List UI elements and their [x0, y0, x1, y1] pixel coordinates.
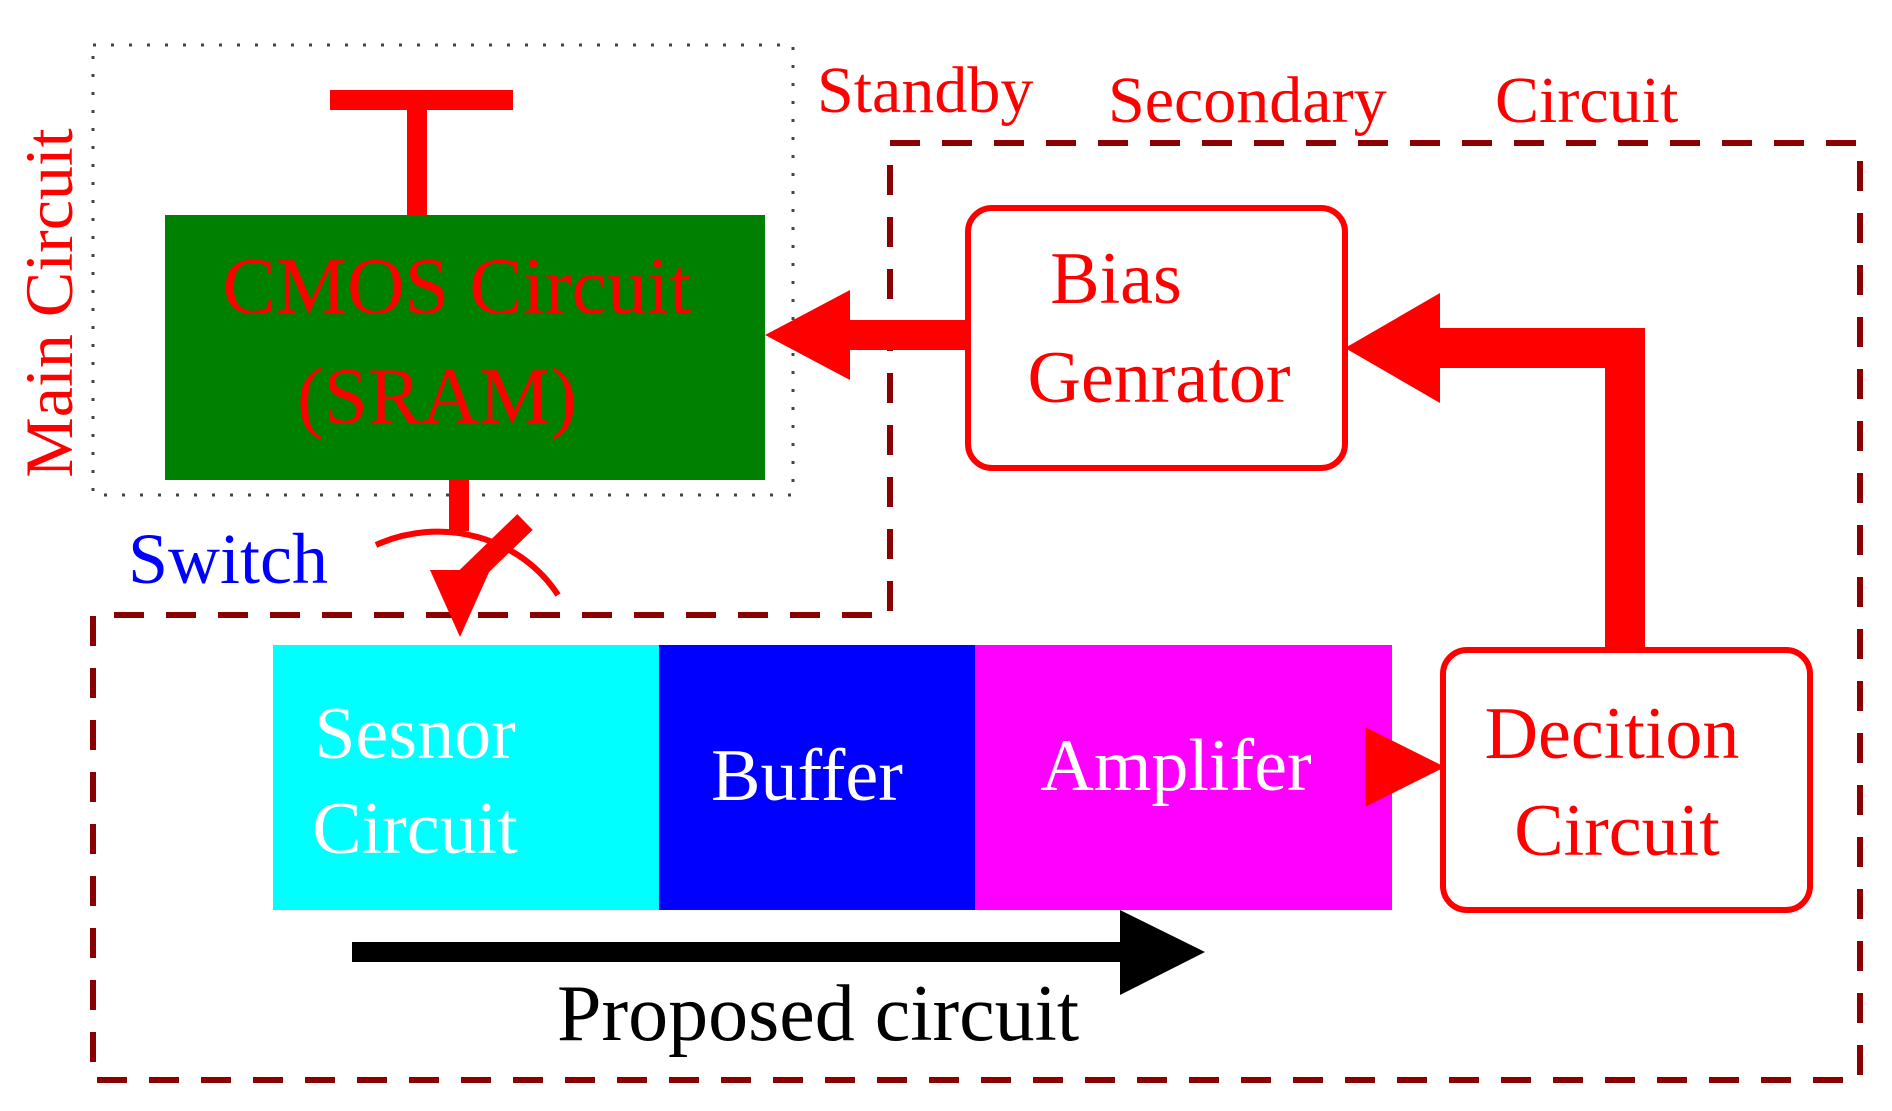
- bias-label-line1: Bias: [1050, 238, 1182, 320]
- amplifier-block: [975, 645, 1392, 910]
- buffer-label: Buffer: [711, 735, 903, 817]
- decision-label-line1: Decition: [1485, 693, 1740, 775]
- secondary-label: Secondary: [1108, 64, 1387, 137]
- switch-label: Switch: [128, 519, 328, 599]
- decision-label-line2: Circuit: [1514, 790, 1720, 872]
- circuit-heading-label: Circuit: [1495, 64, 1678, 137]
- amplifier-to-decision-arrow: [1365, 727, 1445, 807]
- sensor-label-line2: Circuit: [312, 788, 518, 870]
- bias-to-cmos-arrow: [765, 290, 968, 380]
- sensor-circuit-block: [273, 645, 659, 910]
- amplifier-label: Amplifer: [1040, 725, 1311, 807]
- main-circuit-label: Main Circuit: [11, 128, 87, 478]
- switch-symbol: [374, 479, 561, 637]
- standby-label: Standby: [817, 54, 1033, 127]
- cmos-circuit-block: [165, 215, 765, 480]
- proposed-circuit-label: Proposed circuit: [557, 970, 1079, 1058]
- buffer-block: [659, 645, 975, 910]
- proposed-flow-arrow: [352, 910, 1205, 995]
- decision-circuit-block: [1440, 647, 1813, 913]
- sensor-label-line1: Sesnor: [314, 693, 515, 775]
- decision-to-bias-arrow: [1345, 293, 1645, 650]
- supply-symbol: [330, 90, 513, 216]
- bias-label-line2: Genrator: [1028, 337, 1291, 419]
- cmos-label-line1: CMOS Circuit: [223, 243, 692, 331]
- cmos-label-line2: (SRAM): [297, 353, 577, 441]
